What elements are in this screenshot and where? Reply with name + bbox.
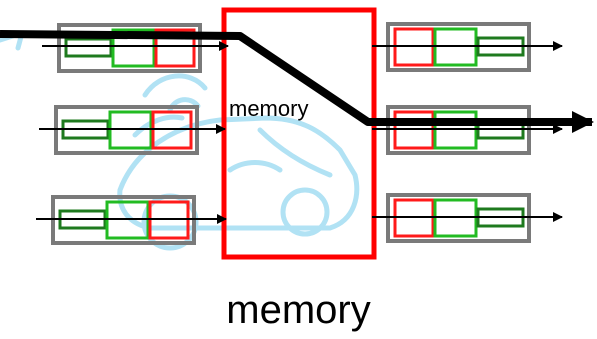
- memory-box: [221, 7, 377, 260]
- cell-green: [111, 28, 156, 68]
- output-port-2: [372, 105, 563, 155]
- input-port-3: [36, 195, 227, 245]
- input-port-2: [39, 105, 226, 155]
- memory-box-label: memory: [229, 96, 309, 121]
- cell-red: [154, 28, 196, 68]
- cell-dark-green: [64, 37, 113, 58]
- packet-path-arrow: [0, 30, 594, 133]
- input-port-1: [42, 23, 229, 73]
- caption: memory: [226, 288, 371, 332]
- port-border: [57, 23, 202, 73]
- output-port-3: [372, 193, 563, 243]
- output-port-1: [372, 22, 563, 72]
